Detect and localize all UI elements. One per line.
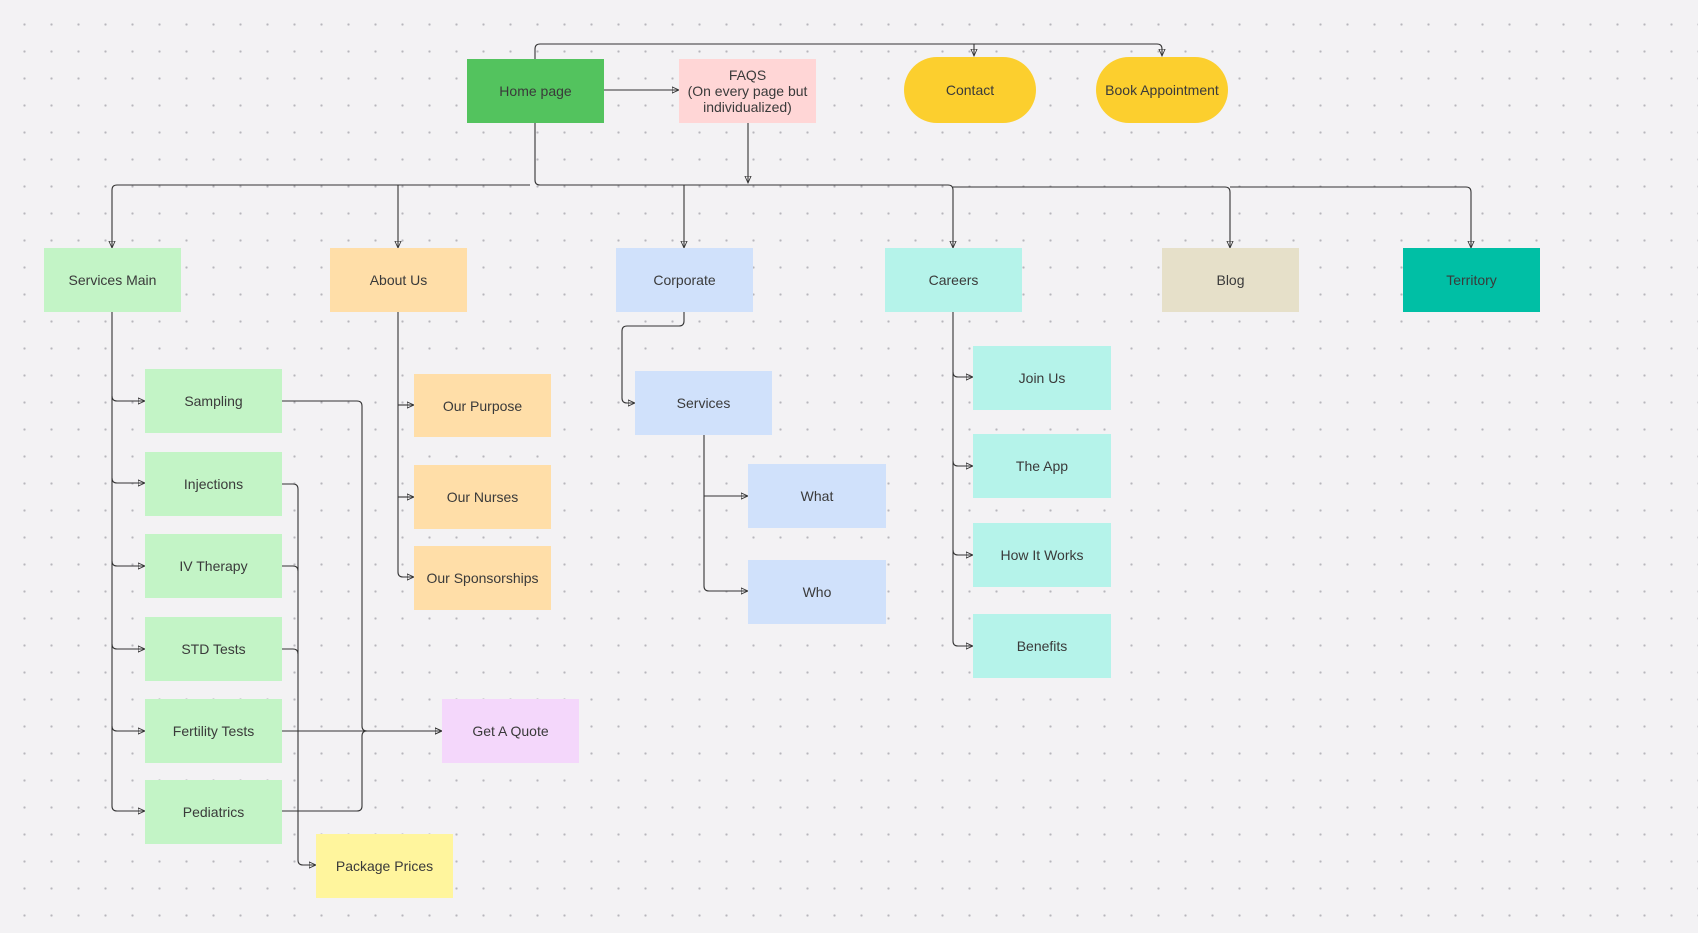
- node-how-it-works[interactable]: How It Works: [973, 523, 1111, 587]
- edge-servicesmain-sampling: [111, 395, 145, 401]
- node-faqs-label: FAQS (On every page but individualized): [687, 67, 808, 115]
- edge-home-blog: [953, 186, 1230, 248]
- node-pediatrics[interactable]: Pediatrics: [145, 780, 282, 844]
- node-blog[interactable]: Blog: [1162, 248, 1299, 312]
- node-package-prices[interactable]: Package Prices: [316, 834, 453, 898]
- edge-servicesmain-fertility: [111, 725, 145, 731]
- node-sampling[interactable]: Sampling: [145, 369, 282, 433]
- node-contact[interactable]: Contact: [904, 57, 1036, 123]
- node-our-purpose[interactable]: Our Purpose: [414, 374, 551, 437]
- edge-careers-trunk: [952, 312, 973, 646]
- edge-servicesmain-stdtests: [111, 643, 145, 649]
- node-book-appointment-label: Book Appointment: [1105, 82, 1219, 98]
- node-our-purpose-label: Our Purpose: [442, 397, 523, 414]
- node-who-label: Who: [802, 584, 832, 600]
- node-careers-label: Careers: [928, 272, 979, 288]
- edge-home-contact: [534, 43, 974, 59]
- node-injections-label: Injections: [183, 476, 244, 492]
- node-territory-label: Territory: [1446, 272, 1497, 288]
- edge-servicesmain-injections: [111, 477, 145, 483]
- node-who[interactable]: Who: [748, 560, 886, 624]
- node-what[interactable]: What: [748, 464, 886, 528]
- node-corporate[interactable]: Corporate: [616, 248, 753, 312]
- node-package-prices-label: Package Prices: [335, 858, 434, 874]
- node-faqs[interactable]: FAQS (On every page but individualized): [679, 59, 816, 123]
- node-iv-therapy-label: IV Therapy: [179, 558, 248, 574]
- node-std-tests-label: STD Tests: [181, 641, 246, 657]
- edge-injections-prices: [282, 483, 316, 865]
- node-services[interactable]: Services: [635, 371, 772, 435]
- edge-home-book: [974, 43, 1162, 56]
- node-fertility-tests[interactable]: Fertility Tests: [145, 699, 282, 763]
- edge-careers-theapp: [952, 460, 973, 466]
- node-what-label: What: [800, 488, 834, 504]
- edge-servicesmain-trunk: [111, 312, 145, 811]
- node-home-page[interactable]: Home page: [467, 59, 604, 123]
- node-our-sponsorships-label: Our Sponsorships: [426, 570, 539, 586]
- node-services-main-label: Services Main: [68, 272, 157, 288]
- node-home-page-label: Home page: [499, 83, 572, 99]
- node-benefits[interactable]: Benefits: [973, 614, 1111, 678]
- edge-stdtests-prices: [282, 648, 299, 655]
- edge-careers-joinus: [952, 371, 973, 377]
- edge-corporate-services: [621, 312, 685, 403]
- node-sampling-label: Sampling: [184, 393, 243, 409]
- node-join-us-label: Join Us: [1018, 370, 1066, 386]
- edge-aboutus-trunk: [397, 312, 414, 577]
- node-book-appointment[interactable]: Book Appointment: [1096, 57, 1228, 123]
- edge-careers-howitworks: [952, 549, 973, 555]
- edge-servicesmain-ivtherapy: [111, 560, 145, 566]
- node-fertility-tests-label: Fertility Tests: [172, 723, 255, 739]
- node-careers[interactable]: Careers: [885, 248, 1022, 312]
- node-injections[interactable]: Injections: [145, 452, 282, 516]
- edge-home-territory: [1230, 186, 1471, 248]
- node-get-a-quote-label: Get A Quote: [472, 723, 549, 739]
- edge-home-careers: [540, 184, 953, 248]
- node-services-main[interactable]: Services Main: [44, 248, 181, 312]
- node-contact-label: Contact: [945, 82, 995, 98]
- node-pediatrics-label: Pediatrics: [182, 804, 245, 820]
- node-our-nurses-label: Our Nurses: [446, 489, 519, 505]
- node-blog-label: Blog: [1216, 272, 1245, 288]
- node-the-app[interactable]: The App: [973, 434, 1111, 498]
- edge-services-who: [703, 435, 748, 591]
- node-iv-therapy[interactable]: IV Therapy: [145, 534, 282, 598]
- edge-home-trunk: [534, 123, 541, 186]
- node-our-sponsorships[interactable]: Our Sponsorships: [414, 546, 551, 610]
- node-our-nurses[interactable]: Our Nurses: [414, 465, 551, 529]
- node-about-us-label: About Us: [369, 272, 428, 288]
- node-std-tests[interactable]: STD Tests: [145, 617, 282, 681]
- edge-trunk-bar: [112, 184, 530, 248]
- node-territory[interactable]: Territory: [1403, 248, 1540, 312]
- node-get-a-quote[interactable]: Get A Quote: [442, 699, 579, 763]
- node-the-app-label: The App: [1015, 458, 1069, 474]
- node-about-us[interactable]: About Us: [330, 248, 467, 312]
- node-benefits-label: Benefits: [1016, 638, 1068, 654]
- node-join-us[interactable]: Join Us: [973, 346, 1111, 410]
- edge-pediatrics-quote: [282, 730, 368, 812]
- node-how-it-works-label: How It Works: [1000, 547, 1084, 563]
- node-services-label: Services: [676, 395, 731, 411]
- node-corporate-label: Corporate: [653, 272, 716, 288]
- edge-ivtherapy-prices: [282, 565, 299, 572]
